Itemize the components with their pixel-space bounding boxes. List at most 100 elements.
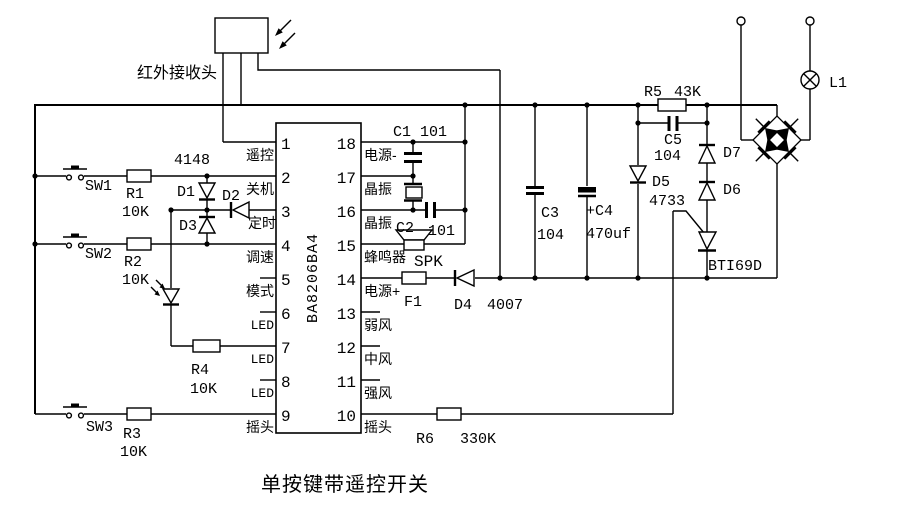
- pin-label-led7: LED: [251, 352, 275, 367]
- diode-d4: [453, 268, 475, 288]
- resistor-r4: [192, 339, 221, 353]
- pin-number-6: 6: [281, 306, 291, 324]
- led-indicator: [150, 279, 181, 306]
- label-r5: R5: [644, 84, 662, 101]
- resistor-r1: [126, 169, 152, 183]
- label-r4-value: 10K: [190, 381, 217, 398]
- pin-label-remote: 遥控: [246, 147, 274, 163]
- speaker-symbol: [394, 229, 434, 251]
- ir-light-arrows-icon: [275, 19, 296, 49]
- pin-label-buzzer: 蜂鸣器: [364, 249, 406, 265]
- label-c4-value: 470uf: [586, 226, 631, 243]
- ic-name: BA8206BA4: [305, 233, 322, 323]
- capacitor-c2: [425, 202, 436, 218]
- diode-d7: [697, 143, 717, 164]
- label-sw3: SW3: [86, 419, 113, 436]
- label-r3-value: 10K: [120, 444, 147, 461]
- pin-number-13: 13: [337, 306, 356, 324]
- label-d2: D2: [222, 188, 240, 205]
- pin-number-15: 15: [337, 238, 356, 256]
- pin-number-3: 3: [281, 204, 291, 222]
- pin-number-9: 9: [281, 408, 291, 426]
- pin-label-timer: 定时: [248, 215, 276, 231]
- label-l1: L1: [829, 75, 847, 92]
- diode-d1: [197, 182, 217, 201]
- pin-number-12: 12: [337, 340, 356, 358]
- label-spk: SPK: [414, 253, 443, 271]
- label-c3: C3: [541, 205, 559, 222]
- thyristor-bt169d: [697, 231, 718, 252]
- label-r1-value: 10K: [122, 204, 149, 221]
- pin-label-xtal2: 晶振: [364, 215, 392, 231]
- label-d4: D4: [454, 297, 472, 314]
- pin-number-14: 14: [337, 272, 356, 290]
- label-d7: D7: [723, 145, 741, 162]
- pin-number-1: 1: [281, 136, 291, 154]
- label-d6: D6: [723, 182, 741, 199]
- label-d1: D1: [177, 184, 195, 201]
- label-r2: R2: [124, 254, 142, 271]
- pin-label-led8: LED: [251, 386, 275, 401]
- ac-terminal-right: [805, 16, 815, 26]
- pin-label-speed: 调速: [246, 249, 274, 265]
- resistor-r5: [657, 98, 687, 112]
- label-c5: C5: [664, 132, 682, 149]
- diode-bridge: [752, 115, 802, 165]
- label-r5-value: 43K: [674, 84, 701, 101]
- wires: [34, 25, 811, 415]
- label-r3: R3: [123, 426, 141, 443]
- pin-label-swing-left: 摇头: [246, 419, 274, 435]
- pin-number-16: 16: [337, 204, 356, 222]
- resistor-r6: [436, 407, 462, 421]
- label-d5-value: 4733: [649, 193, 685, 210]
- label-c2: C2: [396, 220, 414, 237]
- labels: 红外接收头 BA8206BA4 1 2 3 4 5 6 7 8 9 18 17 …: [85, 64, 847, 496]
- ir-receiver-label: 红外接收头: [137, 64, 217, 82]
- pin-label-power-pos: 电源+: [364, 283, 400, 299]
- label-scr: BTI69D: [708, 258, 762, 275]
- pin-label-power-neg: 电源-: [364, 147, 397, 163]
- pin-label-swing-right: 摇头: [364, 419, 392, 435]
- switch-sw1: [63, 165, 87, 181]
- label-4148: 4148: [174, 152, 210, 169]
- pin-label-xtal1: 晶振: [364, 181, 392, 197]
- label-d3: D3: [179, 218, 197, 235]
- diode-d3: [197, 215, 217, 234]
- label-c2-value: 101: [428, 223, 455, 240]
- pin-number-8: 8: [281, 374, 291, 392]
- ir-receiver-symbol: [214, 17, 296, 54]
- diode-d2: [229, 200, 250, 220]
- label-r6-value: 330K: [460, 431, 496, 448]
- pin-label-led6: LED: [251, 318, 275, 333]
- label-sw1: SW1: [85, 178, 112, 195]
- pin-number-5: 5: [281, 272, 291, 290]
- pin-label-mid-wind: 中风: [364, 351, 392, 367]
- pin-number-7: 7: [281, 340, 291, 358]
- pin-number-18: 18: [337, 136, 356, 154]
- label-r4: R4: [191, 362, 209, 379]
- pin-number-4: 4: [281, 238, 291, 256]
- switch-sw3: [63, 403, 87, 419]
- capacitor-c1: [404, 152, 422, 163]
- label-c4: +C4: [586, 203, 613, 220]
- zener-d5: [628, 165, 648, 184]
- pin-label-high-wind: 强风: [364, 385, 392, 401]
- label-sw2: SW2: [85, 246, 112, 263]
- lamp-l1: [800, 70, 820, 90]
- pin-number-11: 11: [337, 374, 356, 392]
- label-c1: C1 101: [393, 124, 447, 141]
- pin-label-mode: 模式: [246, 283, 274, 299]
- label-d4-value: 4007: [487, 297, 523, 314]
- label-f1: F1: [404, 294, 422, 311]
- label-d5: D5: [652, 174, 670, 191]
- pin-number-2: 2: [281, 170, 291, 188]
- schematic-title: 单按键带遥控开关: [261, 473, 429, 496]
- resistor-r2: [126, 237, 152, 251]
- capacitor-c5: [667, 116, 679, 131]
- fuse-f1: [401, 271, 427, 285]
- junction-dots: [32, 102, 710, 281]
- diode-d6: [697, 180, 717, 201]
- label-r6: R6: [416, 431, 434, 448]
